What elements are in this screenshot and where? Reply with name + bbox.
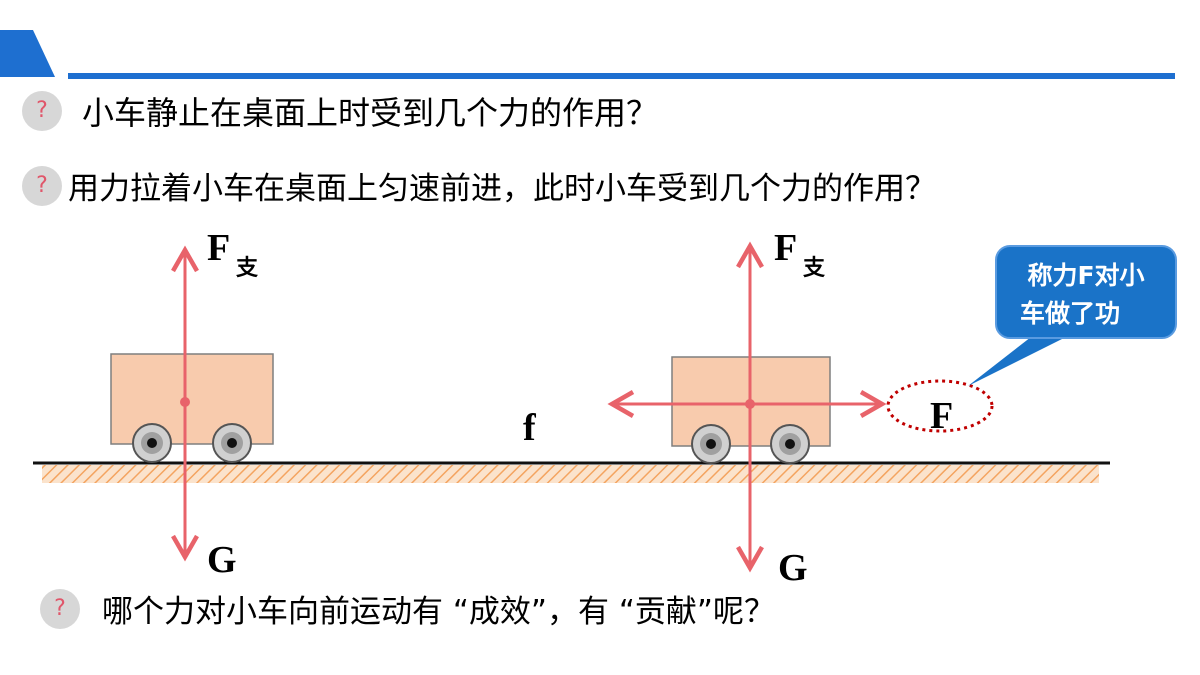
callout-line-1: 称力F对小 [1027,261,1144,290]
left-support-subscript: 支 [236,256,259,281]
pull-highlight-ellipse [886,379,994,433]
corner-decoration [0,30,55,77]
ground-hatch [42,465,1099,483]
right-support-subscript: 支 [803,256,826,281]
left-support-label: F [207,227,230,269]
callout-line-2: 车做了功 [1020,299,1120,328]
left-center-point [180,397,190,407]
wheel [212,423,252,463]
question-3: ? 哪个力对小车向前运动有 “成效”，有 “贡献”呢？ [40,586,775,631]
wheel [691,424,731,464]
question-mark-icon: ? [22,91,62,131]
right-gravity-label: G [778,547,808,589]
question-mark-icon: ? [22,165,62,206]
question-3-text: 哪个力对小车向前运动有 “成效”，有 “贡献”呢？ [102,594,775,630]
left-gravity-label: G [207,539,237,581]
question-1-text: 小车静止在桌面上时受到几个力的作用？ [82,94,659,132]
wheel [132,423,172,463]
friction-label: f [523,407,537,449]
question-2: ? 用力拉着小车在桌面上匀速前进，此时小车受到几个力的作用？ [22,163,936,208]
wheel [770,424,810,464]
header-rule [68,73,1175,79]
right-center-point [745,399,755,409]
pull-label: F [930,395,953,437]
question-mark-icon: ? [40,588,80,629]
left-cart [110,353,274,463]
callout-bubble [968,245,1177,386]
right-support-label: F [774,227,797,269]
question-1: ? 小车静止在桌面上时受到几个力的作用？ [22,88,658,134]
question-2-text: 用力拉着小车在桌面上匀速前进，此时小车受到几个力的作用？ [68,171,936,207]
